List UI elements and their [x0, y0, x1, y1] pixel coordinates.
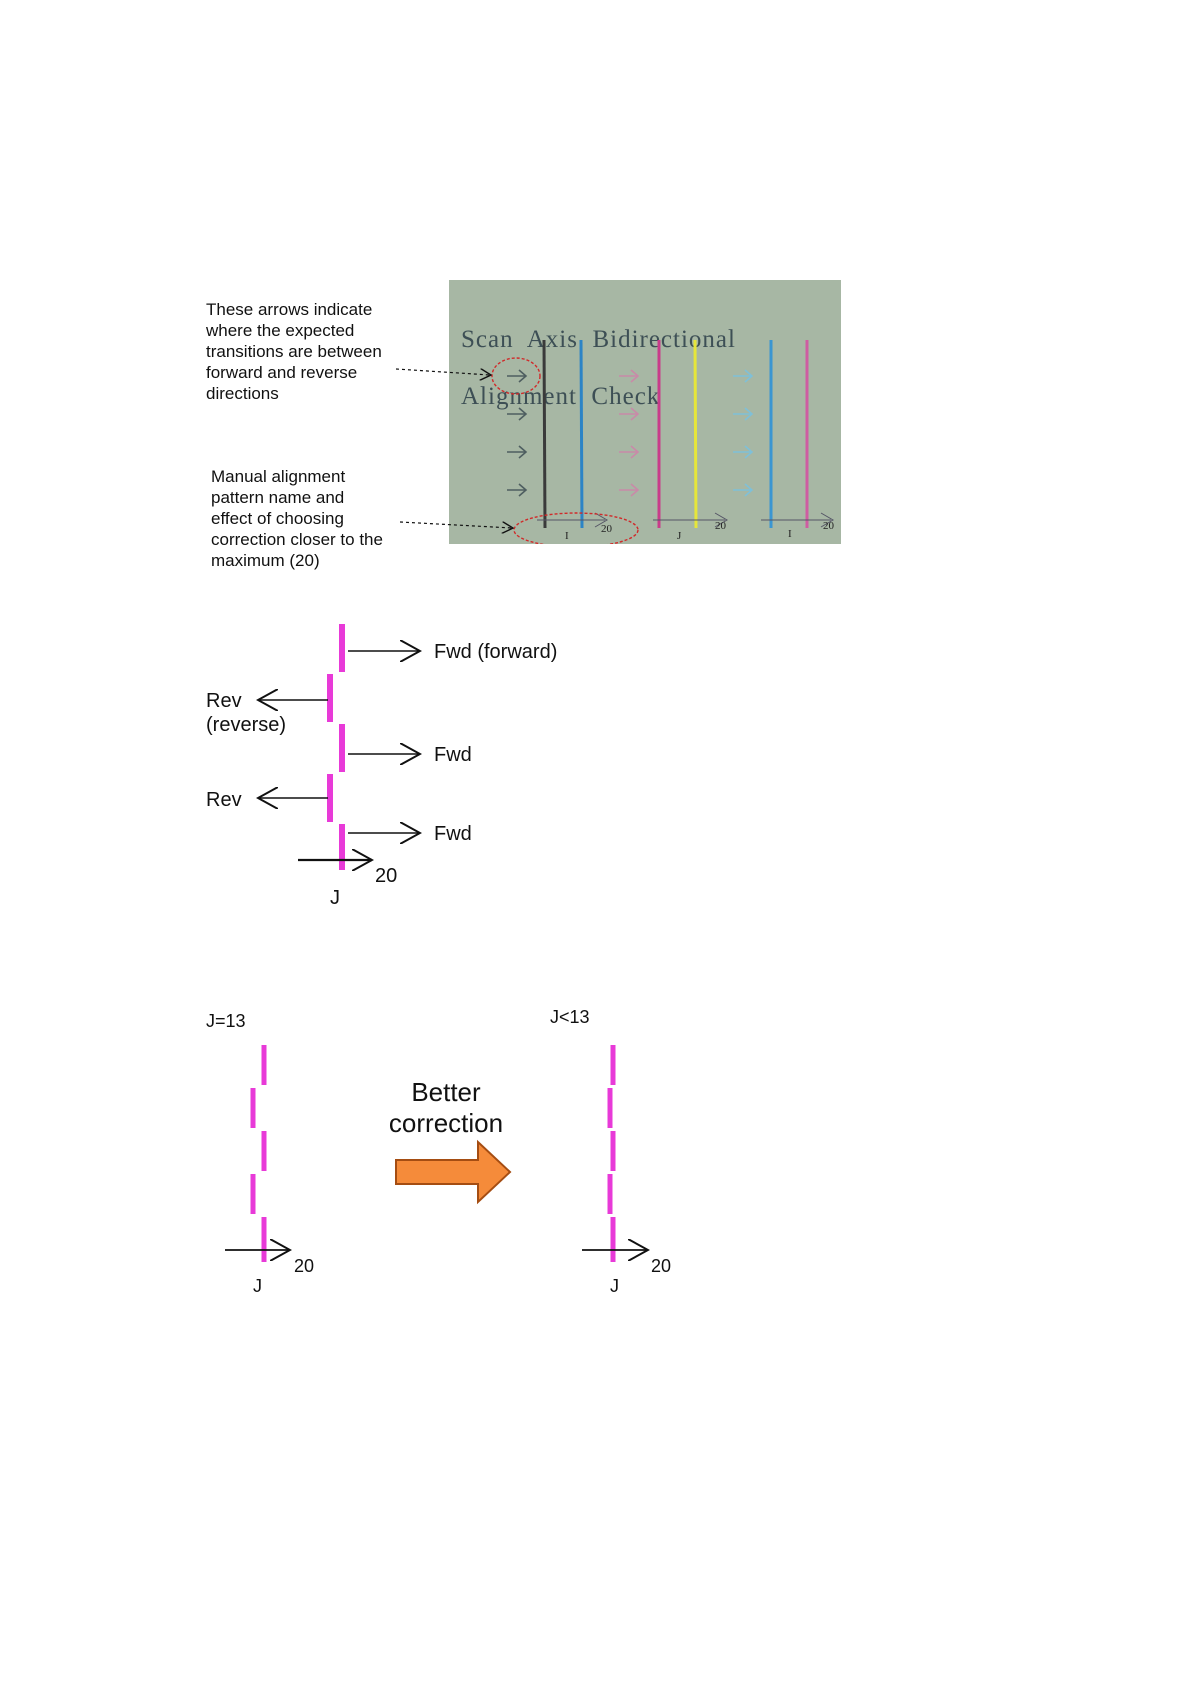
after-label-20: 20 — [651, 1256, 672, 1276]
photo-tick-i-2: I — [788, 528, 792, 540]
photo-title: Scan Axis Bidirectional Alignment Check — [461, 292, 736, 444]
photo-tick-20-2: 20 — [715, 520, 726, 532]
before-pattern — [250, 1045, 267, 1262]
photo-line-cyan-1 — [579, 339, 584, 529]
better-text-line1: Better — [411, 1077, 481, 1107]
before-label-j: J — [253, 1276, 262, 1296]
label-max-20: 20 — [375, 865, 398, 887]
photo-axis-arrows — [537, 512, 834, 528]
photo-arrows-gray — [507, 369, 528, 497]
after-pattern — [607, 1045, 616, 1262]
photo-pattern — [491, 339, 834, 544]
leader-line-pattern — [399, 521, 512, 528]
label-reverse: (reverse) — [206, 714, 287, 736]
direction-segments — [327, 624, 345, 870]
label-pattern-j: J — [330, 887, 340, 909]
photo-title-line1: Scan Axis Bidirectional — [461, 326, 736, 353]
arrows-note: These arrows indicate where the expected… — [206, 300, 382, 403]
photo-arrows-cyan — [733, 369, 754, 497]
label-after: J<13 — [550, 1007, 590, 1027]
label-rev-2: Rev — [206, 789, 242, 811]
before-label-20: 20 — [294, 1256, 315, 1276]
pattern-note: Manual alignment pattern name and effect… — [211, 467, 383, 570]
better-correction-text: Better correction — [356, 1077, 536, 1139]
label-fwd-3: Fwd — [434, 823, 472, 845]
leader-line-arrows — [395, 369, 490, 375]
label-before: J=13 — [206, 1011, 246, 1031]
photo-line-black — [542, 339, 547, 529]
better-text-line2: correction — [388, 1108, 504, 1138]
label-rev: Rev — [206, 690, 242, 712]
label-fwd-2: Fwd — [434, 744, 472, 766]
pattern-highlight-ellipse — [513, 512, 639, 544]
alignment-check-photo: Scan Axis Bidirectional Alignment Check — [449, 280, 841, 544]
photo-line-yellow — [693, 339, 698, 529]
photo-arrows-pink — [619, 369, 640, 497]
photo-tick-j: J — [677, 530, 682, 542]
after-label-j: J — [610, 1276, 619, 1296]
label-fwd-forward: Fwd (forward) — [434, 641, 558, 663]
photo-tick-20-3: 20 — [823, 520, 834, 532]
photo-title-line2: Alignment Check — [461, 383, 661, 410]
better-correction-arrow — [395, 1139, 512, 1205]
photo-tick-20-1: 20 — [601, 523, 612, 535]
photo-tick-i-1: I — [565, 530, 569, 542]
